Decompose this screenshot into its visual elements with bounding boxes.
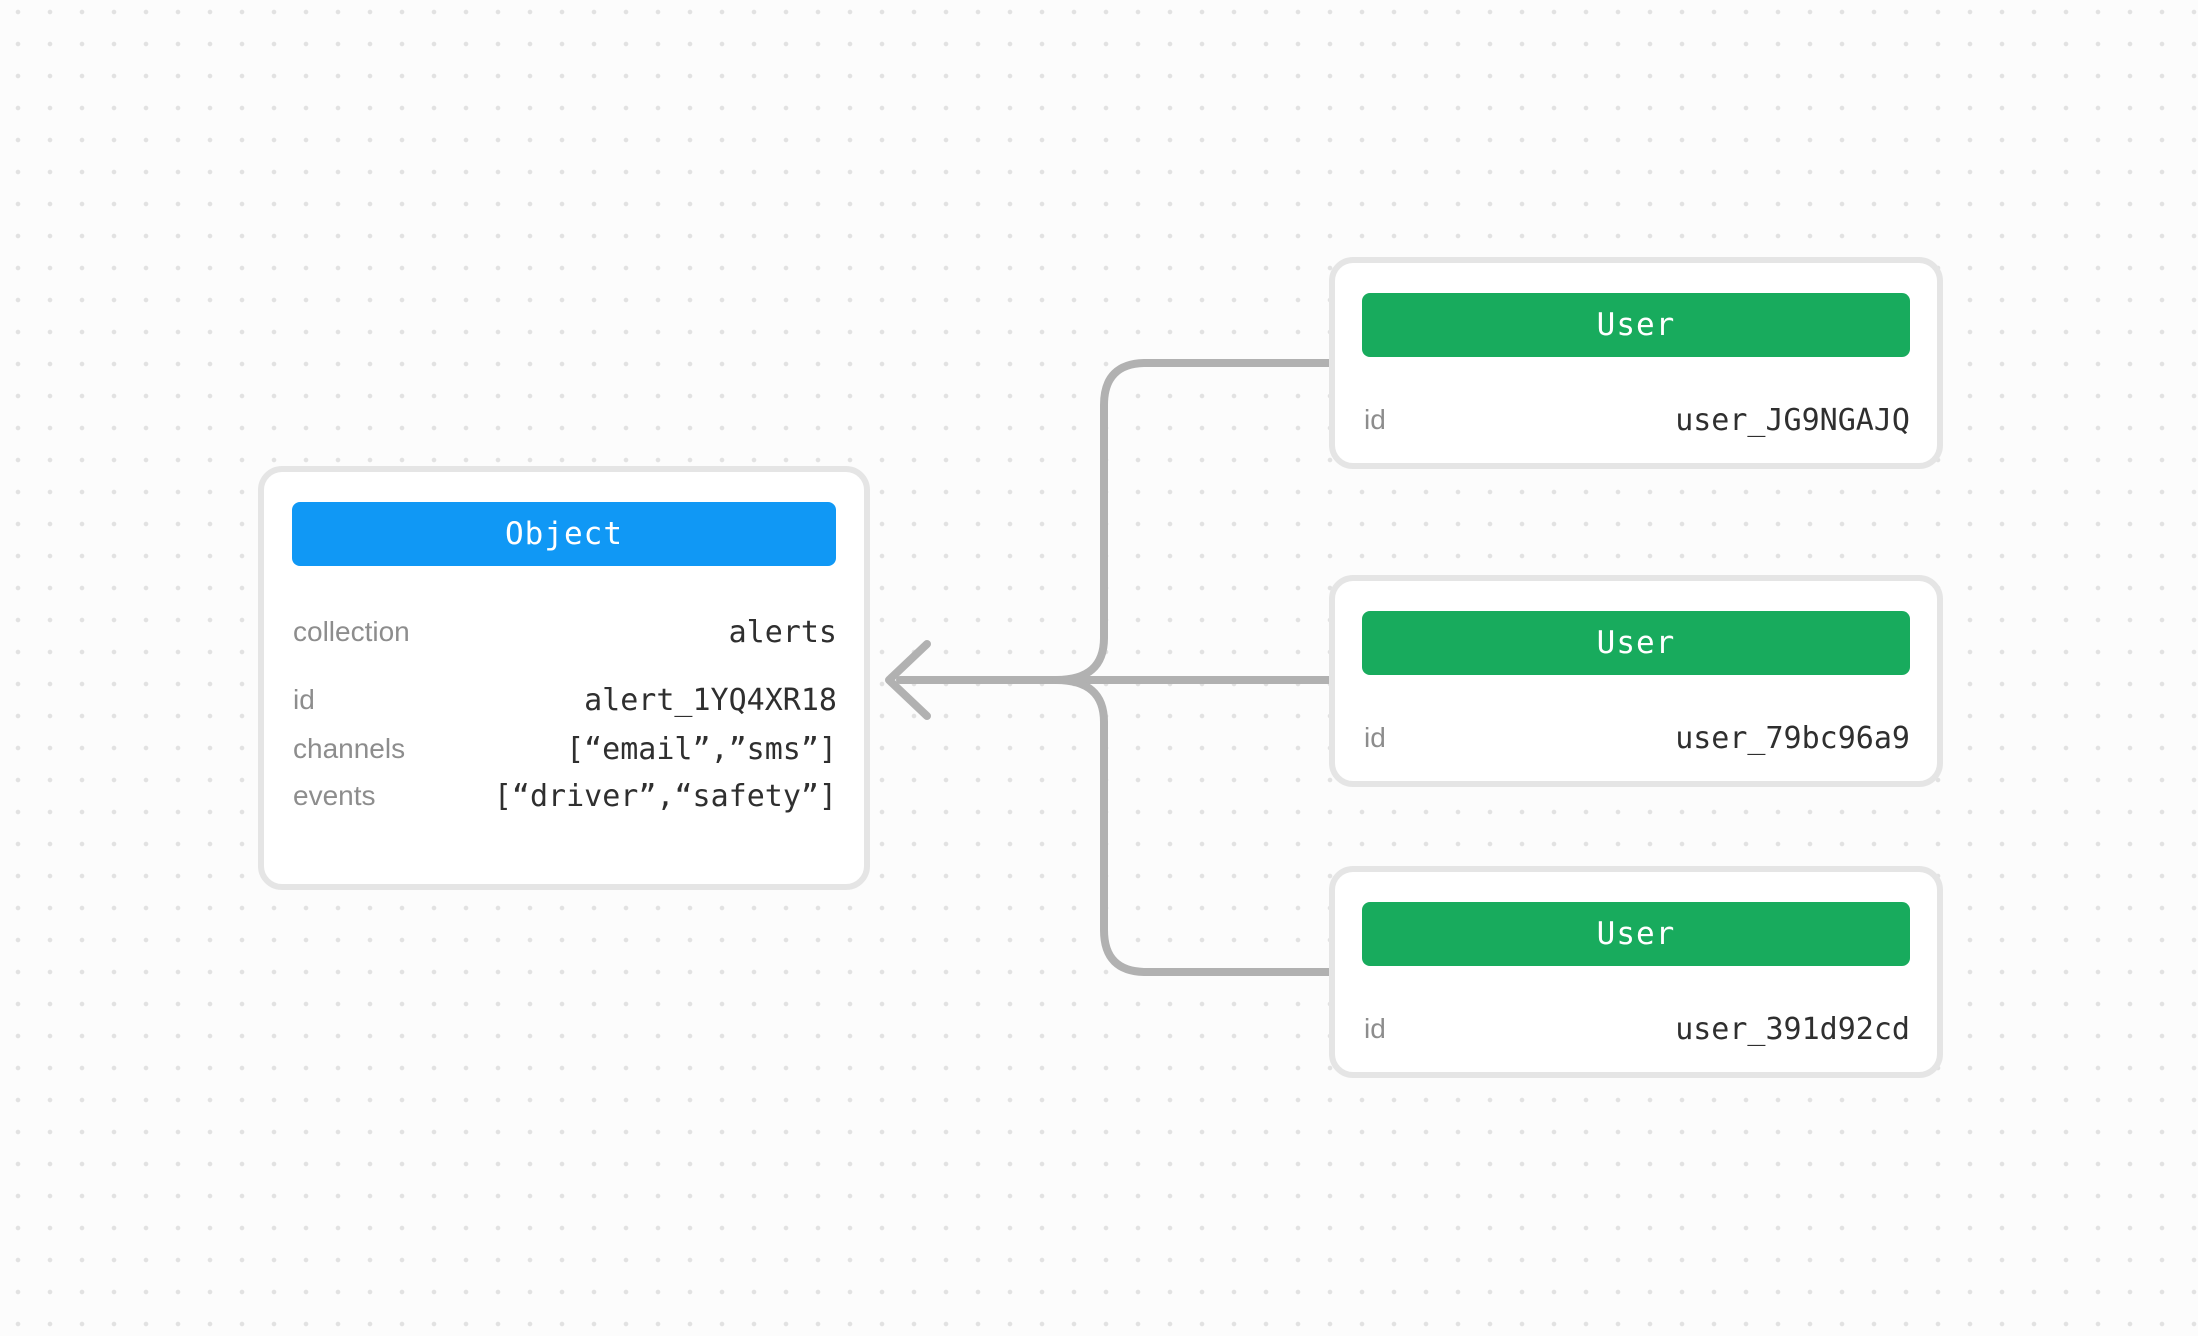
object-node[interactable]: Object collection alerts id alert_1YQ4XR… [258,466,870,890]
user-node-1[interactable]: User id user_JG9NGAJQ [1329,257,1943,469]
field-value-id: user_JG9NGAJQ [1675,402,1910,438]
field-label-collection: collection [293,616,410,647]
field-value-channels: [“email”,”sms”] [566,731,837,767]
field-label-id: id [1364,1013,1386,1044]
field-row-id: id alert_1YQ4XR18 [293,680,837,720]
object-node-header: Object [292,502,836,566]
user-node-2[interactable]: User id user_79bc96a9 [1329,575,1943,787]
field-row-id: id user_391d92cd [1364,1009,1910,1049]
field-value-id: user_79bc96a9 [1675,720,1910,756]
field-value-id: alert_1YQ4XR18 [584,682,837,718]
arrow-left-icon [885,640,931,720]
field-label-id: id [1364,722,1386,753]
field-value-id: user_391d92cd [1675,1011,1910,1047]
field-row-id: id user_JG9NGAJQ [1364,400,1910,440]
user-node-3-header: User [1362,902,1910,966]
field-value-events: [“driver”,“safety”] [493,778,837,814]
field-row-channels: channels [“email”,”sms”] [293,729,837,769]
field-value-collection: alerts [728,614,837,650]
field-row-id: id user_79bc96a9 [1364,718,1910,758]
field-row-events: events [“driver”,“safety”] [293,776,837,816]
user-node-1-header: User [1362,293,1910,357]
connector-user3-to-object [1052,676,1336,976]
connector-user1-to-object [1052,359,1336,684]
field-label-id: id [293,684,315,715]
field-label-id: id [1364,404,1386,435]
field-label-channels: channels [293,733,406,764]
user-node-2-header: User [1362,611,1910,675]
field-row-collection: collection alerts [293,612,837,652]
user-node-3[interactable]: User id user_391d92cd [1329,866,1943,1078]
field-label-events: events [293,780,376,811]
